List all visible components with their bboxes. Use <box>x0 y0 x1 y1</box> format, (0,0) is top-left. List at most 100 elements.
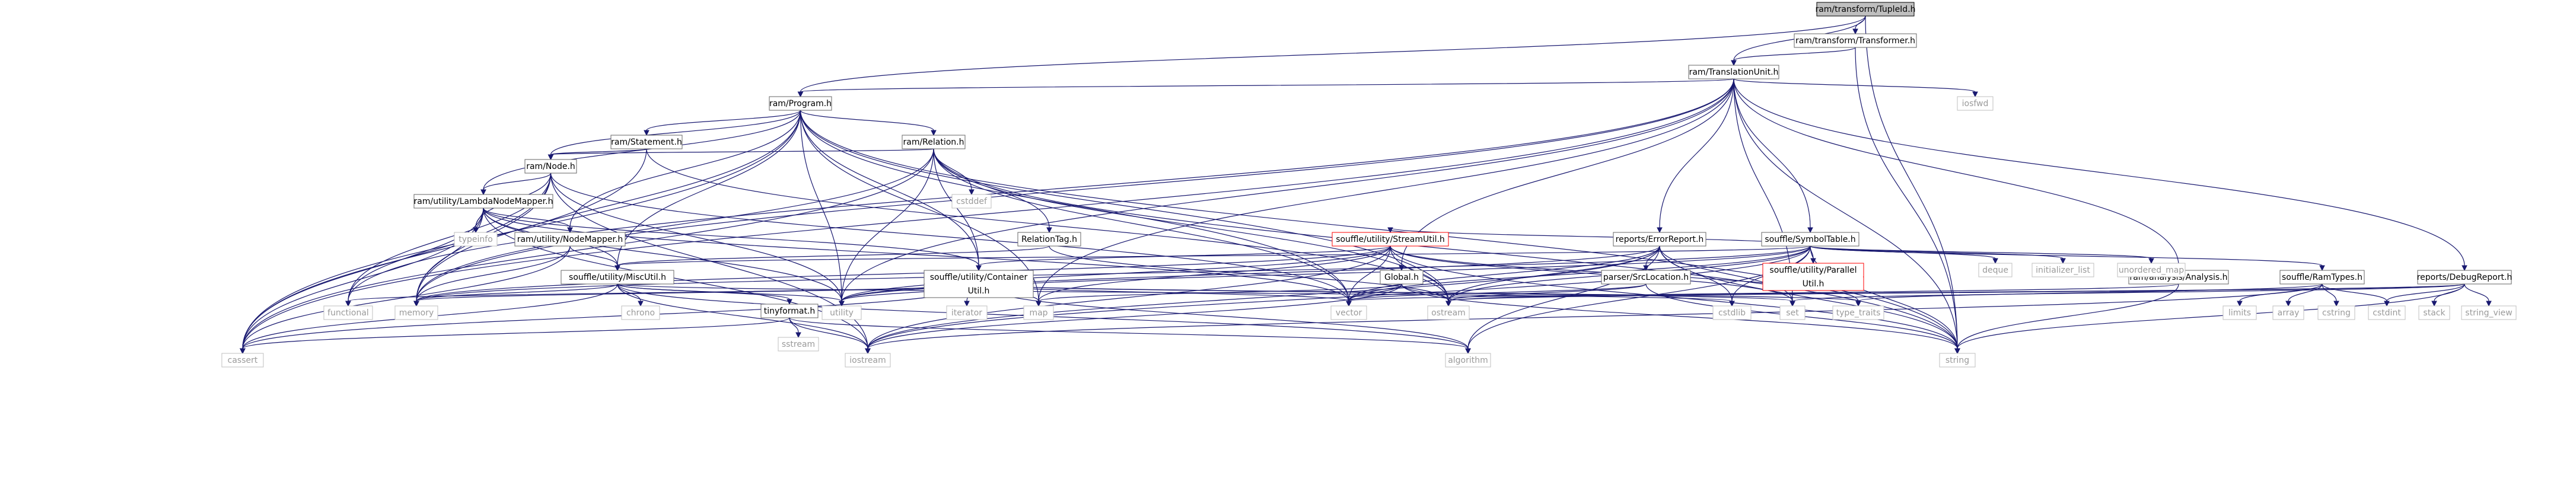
node-iterator: iterator <box>946 305 988 320</box>
node-box <box>610 135 683 149</box>
include-edge <box>800 110 979 266</box>
node-label: utility <box>830 308 854 318</box>
node-functional: functional <box>323 305 373 320</box>
include-edge <box>1733 78 2179 266</box>
include-edge <box>1810 245 1958 349</box>
include-edge <box>1865 15 1958 349</box>
include-edge-arrowhead <box>839 301 845 307</box>
node-relation[interactable]: ram/Relation.h <box>902 135 966 149</box>
node-box <box>2272 305 2304 320</box>
node-label: string <box>1945 356 1969 365</box>
include-edge-arrowhead <box>2060 258 2066 264</box>
include-edge <box>569 245 618 266</box>
include-edge <box>867 245 1391 349</box>
include-edge <box>841 245 1811 302</box>
include-edge <box>1810 245 2323 266</box>
include-edge-arrowhead <box>413 301 419 307</box>
node-box <box>1978 263 2013 277</box>
node-chrono: chrono <box>621 305 660 320</box>
node-label: set <box>1786 308 1799 318</box>
node-box <box>2418 305 2450 320</box>
node-label: tinyformat.h <box>764 307 816 316</box>
node-label: souffle/utility/Parallel <box>1769 266 1857 275</box>
node-tinyformat[interactable]: tinyformat.h <box>760 304 819 318</box>
include-edge <box>867 283 1402 349</box>
node-parallel2[interactable]: Util.h <box>1762 276 1864 291</box>
node-srcloc[interactable]: parser/SrcLocation.h <box>1601 270 1691 285</box>
include-edge <box>2464 283 2489 302</box>
node-label: ram/transform/Transformer.h <box>1795 36 1915 46</box>
node-tu[interactable]: ram/TranslationUnit.h <box>1688 65 1779 79</box>
node-nodemapper[interactable]: ram/utility/NodeMapper.h <box>514 232 626 247</box>
include-edge <box>1401 78 1734 266</box>
include-edge <box>800 110 1349 302</box>
node-symtab[interactable]: souffle/SymbolTable.h <box>1761 232 1859 247</box>
node-label: Global.h <box>1384 273 1419 282</box>
include-edge-arrowhead <box>2319 265 2325 272</box>
node-label: iosfwd <box>1962 99 1989 108</box>
node-lambda[interactable]: ram/utility/LambdaNodeMapper.h <box>413 194 553 209</box>
include-edge <box>1448 283 1647 302</box>
node-global[interactable]: Global.h <box>1380 270 1424 285</box>
node-stream[interactable]: souffle/utility/StreamUtil.h <box>1332 232 1449 247</box>
node-relationtag[interactable]: RelationTag.h <box>1017 232 1081 247</box>
node-label: reports/ErrorReport.h <box>1616 235 1704 244</box>
include-edge-arrowhead <box>2462 265 2467 272</box>
include-edge-arrowhead <box>240 348 246 355</box>
include-edge <box>841 148 934 302</box>
node-box <box>760 304 819 318</box>
include-edge <box>242 208 484 349</box>
node-box <box>946 305 988 320</box>
node-label: ram/TranslationUnit.h <box>1689 68 1779 77</box>
node-box <box>1330 305 1367 320</box>
include-edge <box>416 283 979 302</box>
include-edge <box>800 110 1958 349</box>
include-edge <box>483 208 842 302</box>
node-misc[interactable]: souffle/utility/MiscUtil.h <box>561 270 674 285</box>
include-edge <box>800 15 1866 92</box>
include-edge-arrowhead <box>547 154 554 161</box>
include-edge <box>1401 283 1449 302</box>
node-label: ram/transform/TupleId.h <box>1815 5 1915 14</box>
include-edge <box>416 283 618 302</box>
node-statement[interactable]: ram/Statement.h <box>610 135 683 149</box>
include-edge-arrowhead <box>795 332 801 339</box>
node-box <box>1427 305 1470 320</box>
node-container2[interactable]: Util.h <box>924 283 1034 298</box>
node-label: parser/SrcLocation.h <box>1603 273 1689 282</box>
include-edge <box>416 245 1391 302</box>
include-edge <box>1792 283 2465 302</box>
node-box <box>514 232 626 247</box>
node-box <box>2368 305 2406 320</box>
node-ramtypes[interactable]: souffle/RamTypes.h <box>2279 270 2365 285</box>
node-label: typeinfo <box>458 235 493 244</box>
include-edge <box>1659 78 1734 228</box>
node-cstddef: cstddef <box>951 194 992 209</box>
node-container1[interactable]: souffle/utility/Container <box>924 270 1034 285</box>
node-box <box>2117 263 2186 277</box>
node-cstring: cstring <box>2317 305 2355 320</box>
node-label: cstring <box>2322 308 2351 318</box>
node-program[interactable]: ram/Program.h <box>769 96 832 111</box>
include-edge-arrowhead <box>797 91 804 98</box>
include-edge <box>242 78 1734 349</box>
include-edge-arrowhead <box>480 189 486 196</box>
include-edge-arrowhead <box>1972 91 1978 98</box>
include-edge-arrowhead <box>644 130 649 136</box>
node-debugreport[interactable]: reports/DebugReport.h <box>2417 270 2513 285</box>
include-edge-arrowhead <box>1992 258 1998 264</box>
node-box <box>1832 305 1884 320</box>
node-box <box>1332 232 1449 247</box>
node-parallel1[interactable]: souffle/utility/Parallel <box>1762 263 1864 277</box>
include-edge <box>1467 245 1660 349</box>
include-edge-arrowhead <box>345 301 351 307</box>
node-errorreport[interactable]: reports/ErrorReport.h <box>1613 232 1706 247</box>
node-stack: stack <box>2418 305 2450 320</box>
node-label: souffle/RamTypes.h <box>2282 273 2362 282</box>
include-edge <box>933 148 1349 302</box>
include-edge <box>1348 245 1811 302</box>
include-edge-arrowhead <box>638 301 644 307</box>
node-transformer[interactable]: ram/transform/Transformer.h <box>1794 33 1917 48</box>
node-node[interactable]: ram/Node.h <box>524 159 577 174</box>
node-box <box>1380 270 1424 285</box>
